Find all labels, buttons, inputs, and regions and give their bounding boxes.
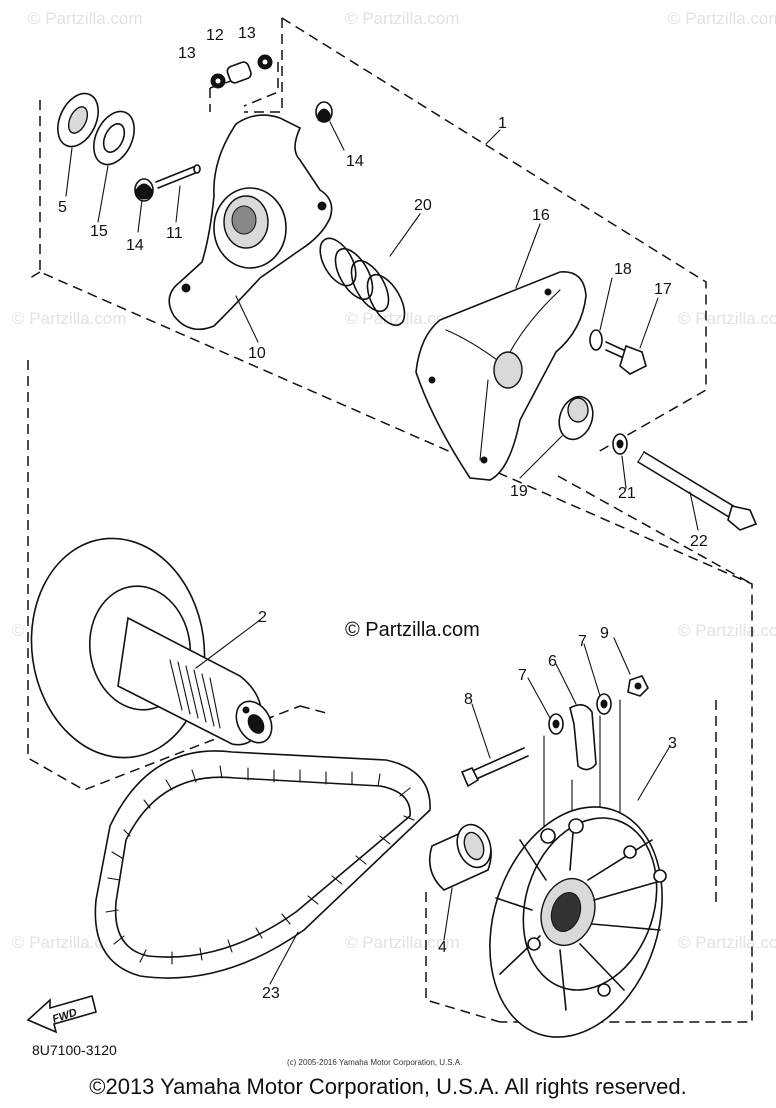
part-17-18-bolt bbox=[589, 329, 647, 375]
callout-23: 23 bbox=[262, 985, 280, 1002]
callout-13a: 13 bbox=[178, 45, 196, 62]
part-12-13-rollers bbox=[210, 54, 273, 89]
copyright-footer: ©2013 Yamaha Motor Corporation, U.S.A. A… bbox=[89, 1074, 687, 1099]
callout-2: 2 bbox=[258, 609, 267, 626]
callout-7a: 7 bbox=[518, 667, 527, 684]
callout-22: 22 bbox=[690, 533, 708, 550]
callout-21: 21 bbox=[618, 485, 636, 502]
callout-14b: 14 bbox=[126, 237, 144, 254]
part-10-spider bbox=[168, 114, 333, 331]
watermark: © Partzilla.com bbox=[678, 621, 776, 640]
callout-12: 12 bbox=[206, 27, 224, 44]
callout-6: 6 bbox=[548, 653, 557, 670]
callout-20: 20 bbox=[414, 197, 432, 214]
callout-9: 9 bbox=[600, 625, 609, 642]
callout-13b: 13 bbox=[238, 25, 256, 42]
callout-14a: 14 bbox=[346, 153, 364, 170]
callout-17: 17 bbox=[654, 281, 672, 298]
part-19-cap bbox=[558, 395, 594, 441]
callout-8: 8 bbox=[464, 691, 473, 708]
assembly-outline bbox=[27, 17, 753, 1023]
watermark: © Partzilla.com bbox=[668, 9, 776, 28]
callout-1: 1 bbox=[498, 115, 507, 132]
watermark: © Partzilla.com bbox=[28, 9, 143, 28]
watermark: © Partzilla.com bbox=[345, 933, 460, 952]
part-2-fixed-sheave bbox=[30, 537, 273, 759]
callout-4: 4 bbox=[438, 939, 447, 956]
callout-3: 3 bbox=[668, 735, 677, 752]
watermark: © Partzilla.com bbox=[345, 9, 460, 28]
part-3-movable-sheave bbox=[489, 806, 667, 1038]
part-16-cover bbox=[415, 271, 587, 481]
center-watermark: © Partzilla.com bbox=[345, 619, 480, 641]
part-20-spring bbox=[319, 237, 406, 327]
part-21-22-bolt bbox=[612, 433, 758, 531]
callout-11: 11 bbox=[166, 225, 183, 242]
callout-7b: 7 bbox=[578, 633, 587, 650]
part-11-14-pins bbox=[134, 101, 333, 202]
forward-arrow: FWD bbox=[26, 995, 97, 1034]
watermark: © Partzilla.com bbox=[345, 309, 460, 328]
watermark: © Partzilla.com bbox=[12, 309, 127, 328]
callout-16: 16 bbox=[532, 207, 550, 224]
callout-15: 15 bbox=[90, 223, 108, 240]
part-23-belt bbox=[94, 750, 431, 979]
part-4-bushing bbox=[428, 823, 492, 891]
callout-18: 18 bbox=[614, 261, 632, 278]
leader-lines bbox=[65, 121, 699, 985]
diagram-code: 8U7100-3120 bbox=[32, 1042, 117, 1058]
small-copyright: (c) 2005-2016 Yamaha Motor Corporation, … bbox=[287, 1058, 463, 1067]
watermark: © Partzilla.com bbox=[678, 933, 776, 952]
callout-19: 19 bbox=[510, 483, 528, 500]
part-6-9-weight-set bbox=[460, 675, 649, 831]
callout-10: 10 bbox=[248, 345, 266, 362]
callout-5: 5 bbox=[58, 199, 67, 216]
watermark: © Partzilla.com bbox=[678, 309, 776, 328]
part-5-15-washers bbox=[57, 92, 135, 166]
callout-numbers: 1 2 3 4 5 6 7 7 8 9 10 11 12 13 13 14 14… bbox=[58, 25, 708, 1002]
